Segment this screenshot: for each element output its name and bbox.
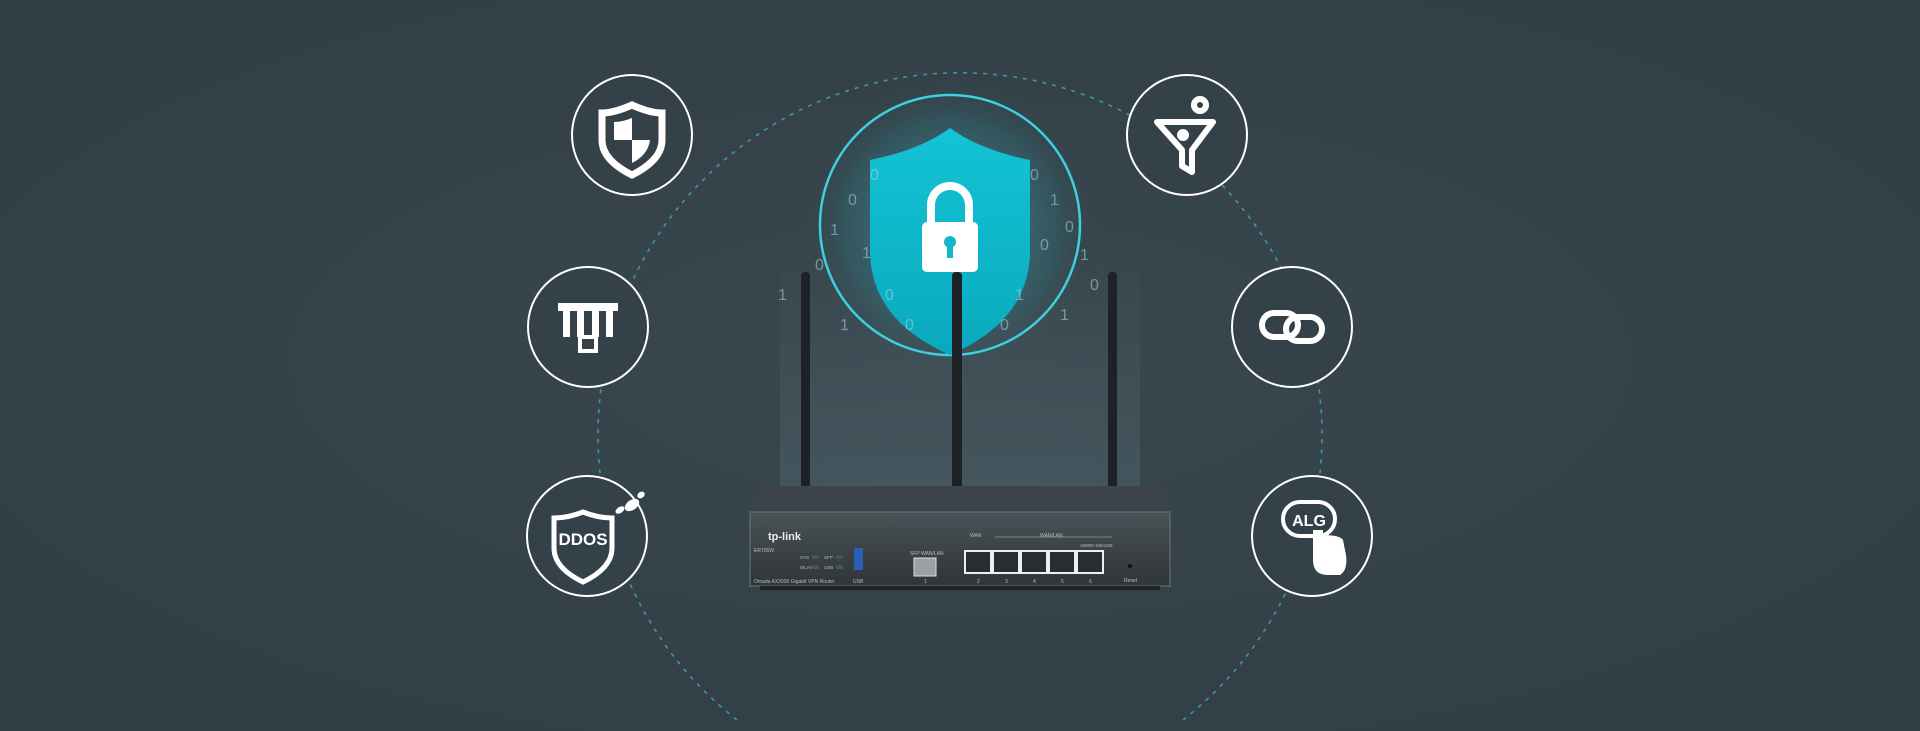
usb-label: USB [853,579,864,585]
sfp-port [913,557,937,577]
ethernet-port [1076,550,1104,574]
network-topology-icon [558,303,618,353]
led-indicator [836,555,843,559]
binary-digit: 1 [778,287,787,304]
router-description: Omada AX3000 Gigabit VPN Router [754,579,835,585]
feature-alg: ALG [1251,475,1373,597]
port-number: 2 [977,579,980,585]
led-indicator [812,565,819,569]
binary-digit: 1 [1050,192,1059,209]
reset-label: Reset [1124,578,1138,584]
ethernet-port [1020,550,1048,574]
port-number: 1 [924,579,927,585]
ethernet-port [964,550,992,574]
wanlan-label: WAN/LAN [1040,533,1063,539]
sfp-label: SFP WAN/LAN [910,551,944,557]
chain-link-icon [1259,310,1325,344]
binary-digit: 1 [1015,287,1024,304]
wan-label: WAN [970,533,982,539]
binary-digit: 0 [1090,277,1099,294]
binary-digit: 1 [862,245,871,262]
usb-port [854,548,863,570]
router: tp-link ER706W Omada AX3000 Gigabit VPN … [749,272,1171,590]
binary-digit: 1 [840,317,849,334]
speed-label: 1000M 100/10M [1080,543,1113,548]
binary-digit: 0 [815,257,824,274]
port-number: 3 [1005,579,1008,585]
feature-link-backup [1231,266,1353,388]
alg-label: ALG [1292,513,1326,530]
antennas [801,272,1117,492]
ddos-shield-icon [551,491,645,585]
feature-security-policy [571,74,693,196]
led-label: SFP [824,555,833,560]
ethernet-port [992,550,1020,574]
router-model: ER706W [754,548,774,554]
binary-digit: 0 [870,167,879,184]
binary-digit: 0 [848,192,857,209]
reset-button [1128,564,1132,568]
binary-digit: 0 [1065,219,1074,236]
led-label: WLAN [800,565,813,570]
port-number: 4 [1033,579,1036,585]
feature-network [527,266,649,388]
led-indicator [836,565,843,569]
feature-content-filter [1126,74,1248,196]
port-number: 6 [1089,579,1092,585]
ddos-label: DDOS [558,530,607,549]
ethernet-port [1048,550,1076,574]
content-filter-icon [1154,96,1216,175]
binary-digit: 0 [1040,237,1049,254]
feature-ddos: DDOS [526,475,648,597]
alg-touch-icon [1281,500,1347,575]
binary-digit: 0 [1030,167,1039,184]
port-number: 5 [1061,579,1064,585]
binary-digit: 1 [830,222,839,239]
router-brand: tp-link [768,531,802,543]
binary-digit: 1 [1060,307,1069,324]
led-indicator [812,555,819,559]
led-label: USB [824,565,833,570]
binary-digit: 1 [1080,247,1089,264]
led-label: SYS [800,555,809,560]
binary-digit: 0 [1000,317,1009,334]
security-shield-icon [598,101,666,179]
binary-digit: 0 [885,287,894,304]
binary-digit: 0 [905,317,914,334]
